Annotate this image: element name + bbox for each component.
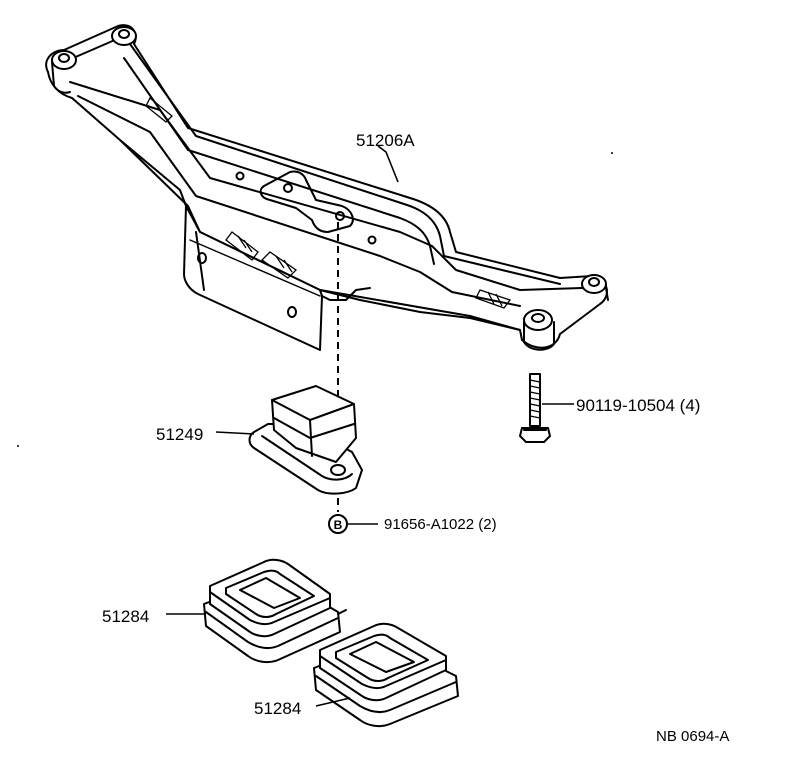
nut-marker: B: [334, 518, 343, 532]
support-cushion-drawing: [248, 385, 363, 495]
crossmember-part-number: 51206A: [356, 131, 415, 150]
figure-code: NB 0694-A: [656, 728, 729, 745]
crossmember-drawing: [45, 24, 609, 351]
insulator-1-part-number: 51284: [102, 607, 149, 626]
nut-drawing: B: [328, 514, 348, 534]
nut-part-number: 91656-A1022 (2): [384, 516, 497, 533]
insulator-1-drawing: [203, 558, 347, 664]
bolt-drawing: [519, 373, 551, 443]
insulator-2-part-number: 51284: [254, 699, 301, 718]
insulator-2-drawing: [313, 622, 459, 728]
support-cushion-part-number: 51249: [156, 425, 203, 444]
bolt-part-number: 90119-10504 (4): [576, 396, 700, 415]
